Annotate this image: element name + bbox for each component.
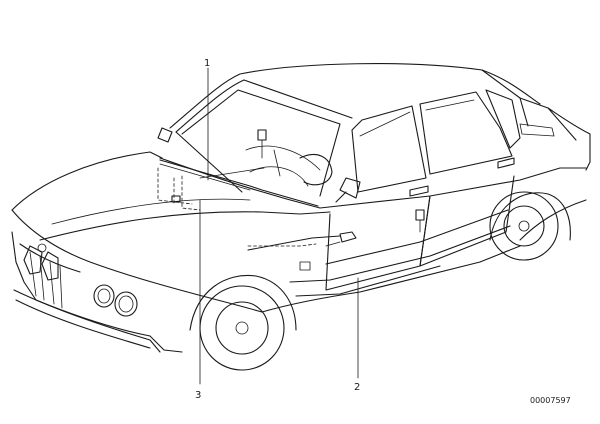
wiring-harness	[157, 129, 425, 271]
doors-and-windows	[325, 89, 555, 291]
callout-3: 3	[195, 199, 201, 401]
car-body	[11, 63, 591, 371]
interior-details	[199, 145, 333, 187]
callout-label-1: 1	[204, 58, 210, 69]
callout-label-3: 3	[195, 390, 201, 401]
callout-1: 1	[204, 58, 210, 181]
callout-2: 2	[354, 277, 360, 393]
document-number: 00007597	[530, 396, 571, 405]
callout-label-2: 2	[354, 382, 360, 393]
